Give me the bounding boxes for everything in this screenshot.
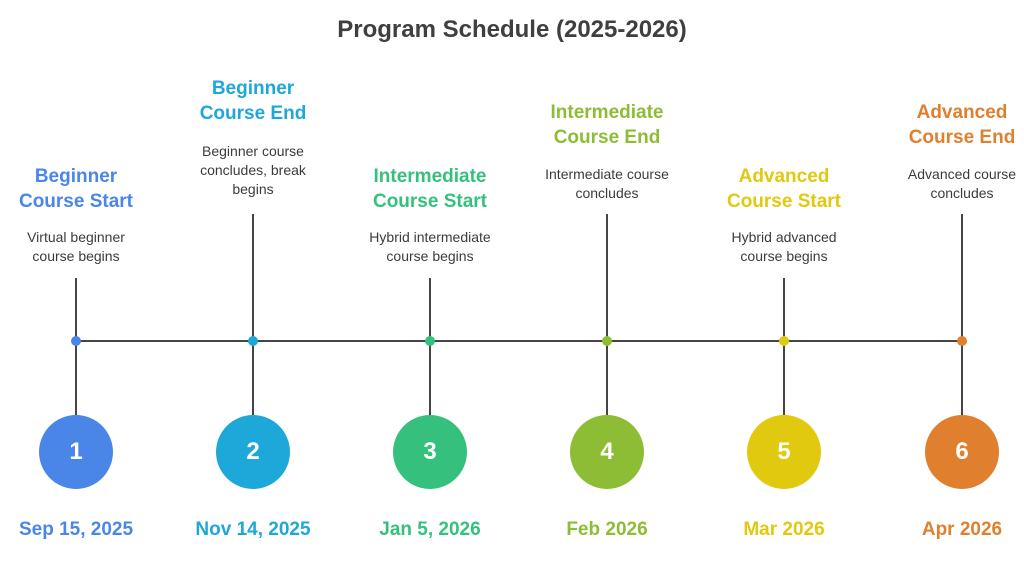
- milestone-heading: Advanced Course End: [862, 100, 1024, 150]
- milestone-description: Advanced course concludes: [862, 165, 1024, 203]
- description-line: Intermediate course: [545, 166, 669, 182]
- page-title: Program Schedule (2025-2026): [337, 16, 687, 43]
- milestone-date: Feb 2026: [566, 519, 648, 540]
- timeline-dot: [71, 336, 81, 346]
- milestone-description: Virtual beginner course begins: [0, 228, 176, 266]
- step-number: 3: [423, 438, 437, 465]
- heading-line: Course Start: [726, 191, 842, 212]
- description-line: concludes: [575, 185, 639, 201]
- heading-line: Intermediate: [550, 102, 664, 123]
- milestone-date: Sep 15, 2025: [18, 519, 134, 540]
- heading-line: Beginner: [34, 166, 118, 187]
- description-line: begins: [232, 181, 274, 197]
- milestone-description: Beginner course concludes, break begins: [153, 142, 353, 199]
- milestone-description: Hybrid intermediate course begins: [330, 228, 530, 266]
- description-line: course begins: [32, 248, 120, 264]
- heading-line: Course Start: [372, 191, 488, 212]
- description-line: concludes: [930, 185, 994, 201]
- step-number-circle: 4: [570, 415, 644, 489]
- milestone-heading: Intermediate Course Start: [330, 164, 530, 214]
- step-number: 4: [600, 438, 614, 465]
- timeline-dot: [425, 336, 435, 346]
- step-number-circle: 6: [925, 415, 999, 489]
- milestone-heading: Advanced Course Start: [684, 164, 884, 214]
- step-number: 2: [246, 438, 260, 465]
- timeline-dot: [779, 336, 789, 346]
- step-number-circle: 3: [393, 415, 467, 489]
- milestone-heading: Beginner Course End: [153, 76, 353, 126]
- heading-line: Course End: [908, 127, 1016, 148]
- milestone-description: Intermediate course concludes: [507, 165, 707, 203]
- description-line: Beginner course: [202, 143, 304, 159]
- milestone-date: Nov 14, 2025: [195, 519, 311, 540]
- heading-line: Beginner: [211, 78, 295, 99]
- description-line: Hybrid advanced: [731, 229, 837, 245]
- heading-line: Course Start: [18, 191, 134, 212]
- milestone-date: Mar 2026: [743, 519, 825, 540]
- heading-line: Intermediate: [373, 166, 487, 187]
- timeline-dot: [248, 336, 258, 346]
- step-number: 5: [777, 438, 791, 465]
- milestone-description: Hybrid advanced course begins: [684, 228, 884, 266]
- step-number-circle: 2: [216, 415, 290, 489]
- step-number-circle: 5: [747, 415, 821, 489]
- description-line: Hybrid intermediate: [369, 229, 491, 245]
- timeline-dot: [957, 336, 967, 346]
- milestone-date: Apr 2026: [921, 519, 1003, 540]
- step-number-circle: 1: [39, 415, 113, 489]
- description-line: course begins: [386, 248, 474, 264]
- milestone-heading: Intermediate Course End: [507, 100, 707, 150]
- description-line: Advanced course: [907, 166, 1017, 182]
- heading-line: Advanced: [916, 102, 1008, 123]
- milestone-date: Jan 5, 2026: [379, 519, 481, 540]
- milestone-heading: Beginner Course Start: [0, 164, 176, 214]
- heading-line: Course End: [553, 127, 661, 148]
- step-number: 6: [955, 438, 969, 465]
- timeline-dot: [602, 336, 612, 346]
- heading-line: Course End: [199, 103, 307, 124]
- description-line: concludes, break: [200, 162, 306, 178]
- heading-line: Advanced: [738, 166, 830, 187]
- step-number: 1: [69, 438, 83, 465]
- description-line: Virtual beginner: [27, 229, 125, 245]
- description-line: course begins: [740, 248, 828, 264]
